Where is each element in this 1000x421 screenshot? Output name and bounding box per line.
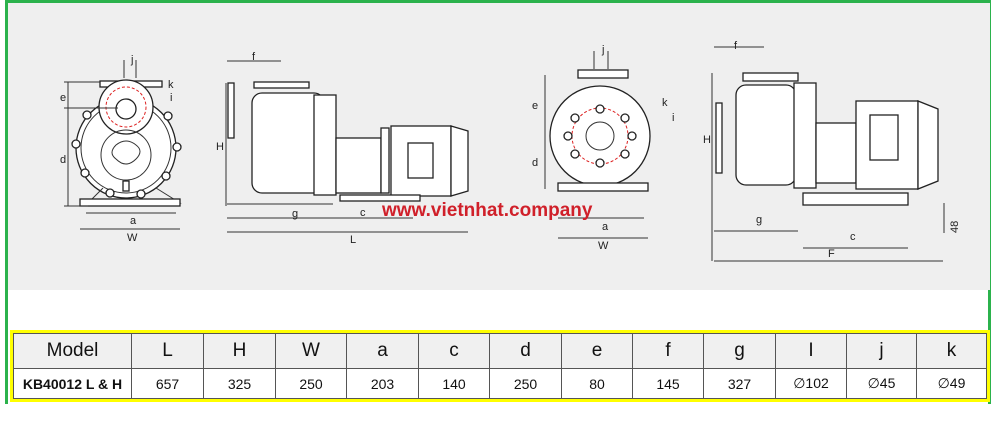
dim-label-f: f	[252, 51, 256, 63]
dim-label-d-right: d	[532, 157, 538, 169]
cell-model: KB40012 L & H	[13, 368, 132, 399]
dim-label-48: 48	[949, 221, 961, 233]
dim-label-c: c	[360, 207, 366, 219]
dim-label-w: W	[127, 232, 138, 244]
dim-label-a: a	[130, 215, 137, 227]
dim-label-i: i	[170, 92, 172, 104]
cell-i: ∅102	[775, 368, 847, 399]
dim-label-k: k	[168, 79, 174, 91]
header-e: e	[561, 333, 633, 369]
header-w: W	[275, 333, 347, 369]
dim-label-i-right: i	[672, 112, 674, 124]
cell-k: ∅49	[916, 368, 987, 399]
cell-e: 80	[561, 368, 633, 399]
dim-label-e-right: e	[532, 100, 538, 112]
side-view-right: H f g c F 48	[703, 40, 961, 262]
cell-j: ∅45	[846, 368, 917, 399]
dim-label-j: j	[130, 54, 133, 66]
cell-w: 250	[275, 368, 347, 399]
dim-label-l: L	[350, 234, 356, 246]
spec-table: Model L H W a c d e f g I j k KB40012 L …	[10, 330, 990, 402]
cell-d: 250	[489, 368, 562, 399]
cell-l: 657	[131, 368, 204, 399]
header-k: k	[916, 333, 987, 369]
header-c: c	[418, 333, 490, 369]
dim-label-f-right: f	[734, 40, 738, 52]
front-view-left: e d a W j k i	[60, 54, 182, 244]
header-g: g	[703, 333, 776, 369]
cell-c: 140	[418, 368, 490, 399]
table-header-row: Model L H W a c d e f g I j k	[13, 333, 987, 369]
dim-label-g-right: g	[756, 214, 762, 226]
header-j: j	[846, 333, 917, 369]
header-l: L	[131, 333, 204, 369]
dim-label-f-overall: F	[828, 248, 835, 260]
cell-f: 145	[632, 368, 704, 399]
dim-label-w-right: W	[598, 240, 609, 252]
header-f: f	[632, 333, 704, 369]
dim-label-e: e	[60, 92, 66, 104]
dim-label-c-right: c	[850, 231, 856, 243]
cell-h: 325	[203, 368, 276, 399]
header-d: d	[489, 333, 562, 369]
front-view-right: e d a W j k i	[532, 44, 674, 252]
header-i: I	[775, 333, 847, 369]
header-a: a	[346, 333, 419, 369]
dim-label-d: d	[60, 154, 66, 166]
header-h: H	[203, 333, 276, 369]
table-row: KB40012 L & H 657 325 250 203 140 250 80…	[13, 368, 987, 399]
dim-label-a-right: a	[602, 221, 609, 233]
dim-label-g: g	[292, 208, 298, 220]
side-view-left: H f g c L	[216, 51, 469, 246]
dim-label-h-right: H	[703, 134, 711, 146]
cell-a: 203	[346, 368, 419, 399]
dim-label-h: H	[216, 141, 224, 153]
cell-g: 327	[703, 368, 776, 399]
watermark: www.vietnhat.company	[381, 200, 593, 221]
dim-label-k-right: k	[662, 97, 668, 109]
pump-dimension-drawing: e d a W j k i H f g c L e	[8, 3, 990, 290]
dim-label-j-right: j	[601, 44, 604, 56]
header-model: Model	[13, 333, 132, 369]
